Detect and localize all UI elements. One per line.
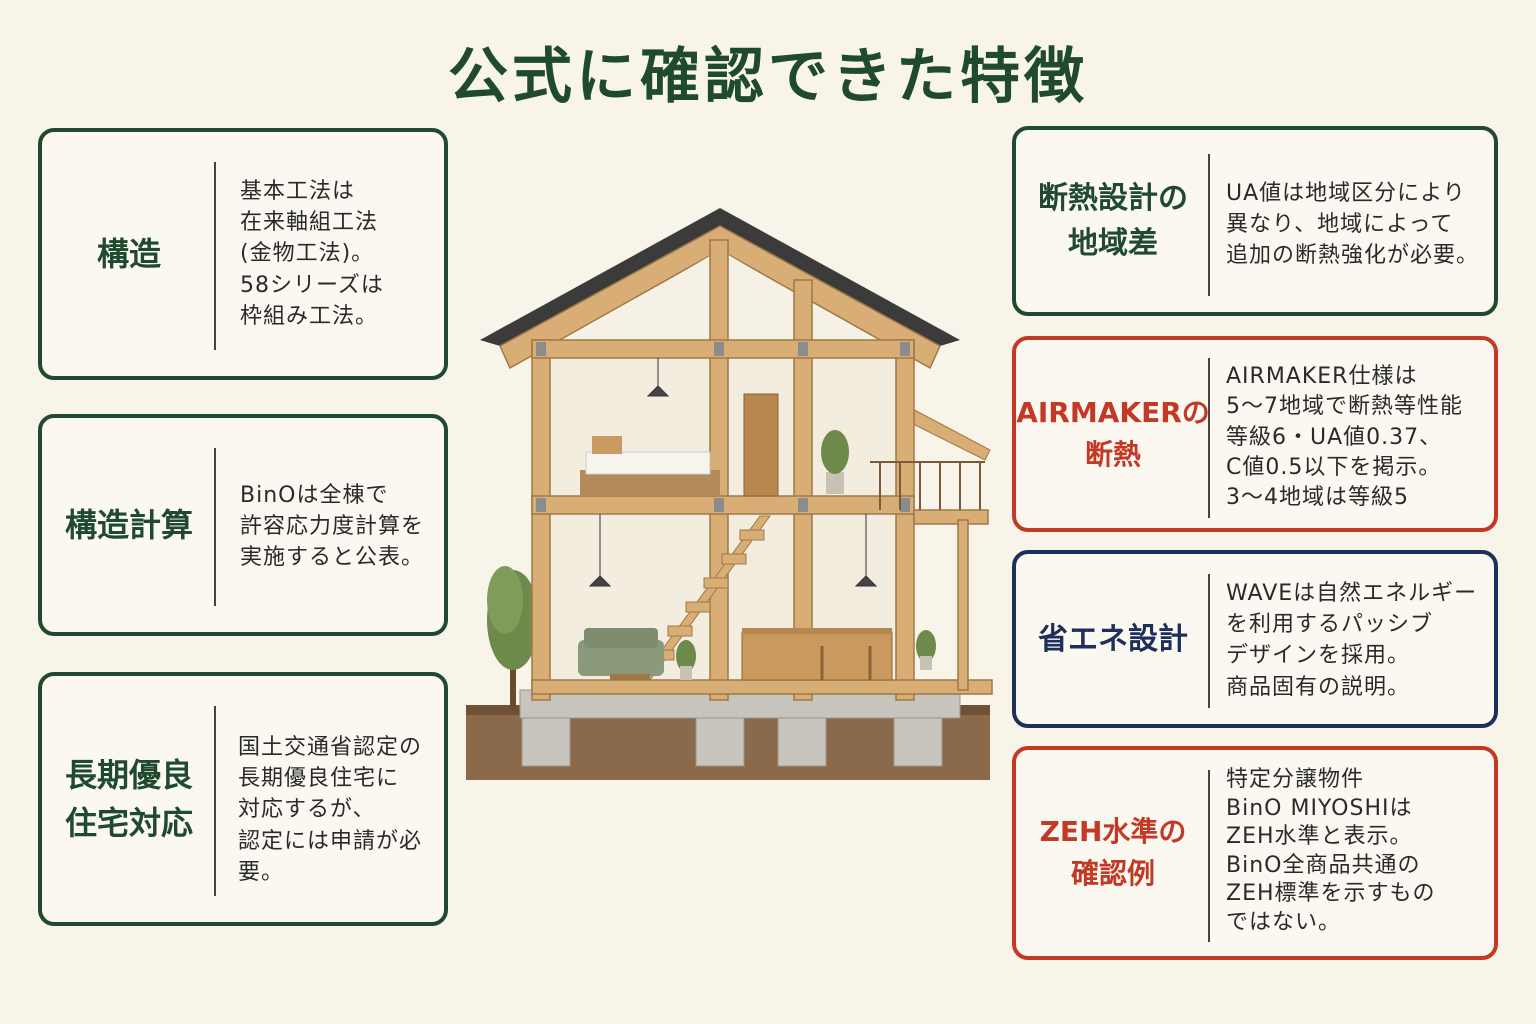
card-divider [1208,770,1210,942]
card-label: 構造計算 [64,506,193,544]
bed-icon [580,436,720,496]
card-label: 構造 [96,235,161,273]
card-description: 基本工法は 在来軸組工法 (金物工法)。 58シリーズは 枠組み工法。 [240,179,384,329]
card-divider [1208,574,1210,708]
balcony-railing [870,461,985,510]
card-description: 国土交通省認定の 長期優良住宅に 対応するが、 認定には申請が必要。 [238,735,423,885]
card-structural-calculation: 構造計算 BinOは全棟で 許容応力度計算を 実施すると公表。 [38,414,448,636]
card-label: ZEH水準の 確認例 [1039,815,1187,890]
card-energy-saving: 省エネ設計 WAVEは自然エネルギー を利用するパッシブ デザインを採用。 商品… [1012,550,1498,728]
page-title: 公式に確認できた特徴 [448,42,1088,112]
card-airmaker-insulation: AIRMAKERの 断熱 AIRMAKER仕様は 5〜7地域で断熱等性能 等級6… [1012,336,1498,532]
card-zeh-example: ZEH水準の 確認例 特定分譲物件 BinO MIYOSHIは ZEH水準と表示… [1012,746,1498,960]
card-label: 長期優良 住宅対応 [64,756,193,842]
card-divider [1208,154,1210,296]
card-divider [214,162,216,350]
card-structure: 構造 基本工法は 在来軸組工法 (金物工法)。 58シリーズは 枠組み工法。 [38,128,448,380]
stairs [639,515,771,681]
card-divider [214,448,216,606]
pendant-lamp-icon [588,358,878,587]
card-label: 省エネ設計 [1038,621,1188,657]
card-label: AIRMAKERの 断熱 [1016,396,1210,471]
card-divider [214,706,216,896]
card-long-term-quality: 長期優良 住宅対応 国土交通省認定の 長期優良住宅に 対応するが、 認定には申請… [38,672,448,926]
tree-icon [487,566,539,710]
card-description: WAVEは自然エネルギー を利用するパッシブ デザインを採用。 商品固有の説明。 [1226,581,1478,700]
door [743,393,779,497]
house-cross-section-icon [466,208,993,780]
card-description: UA値は地域区分により 異なり、地域によって 追加の断熱強化が必要。 [1226,181,1480,269]
card-description: 特定分譲物件 BinO MIYOSHIは ZEH水準と表示。 BinO全商品共通… [1226,767,1436,935]
card-insulation-region: 断熱設計の 地域差 UA値は地域区分により 異なり、地域によって 追加の断熱強化… [1012,126,1498,316]
card-description: BinOは全棟で 許容応力度計算を 実施すると公表。 [240,483,425,571]
plant-icon [821,430,849,494]
card-divider [1208,358,1210,518]
sofa-icon [578,628,664,680]
card-label: 断熱設計の 地域差 [1038,181,1188,261]
kitchen-counter [741,628,893,681]
card-description: AIRMAKER仕様は 5〜7地域で断熱等性能 等級6・UA値0.37、 C値0… [1226,364,1463,511]
